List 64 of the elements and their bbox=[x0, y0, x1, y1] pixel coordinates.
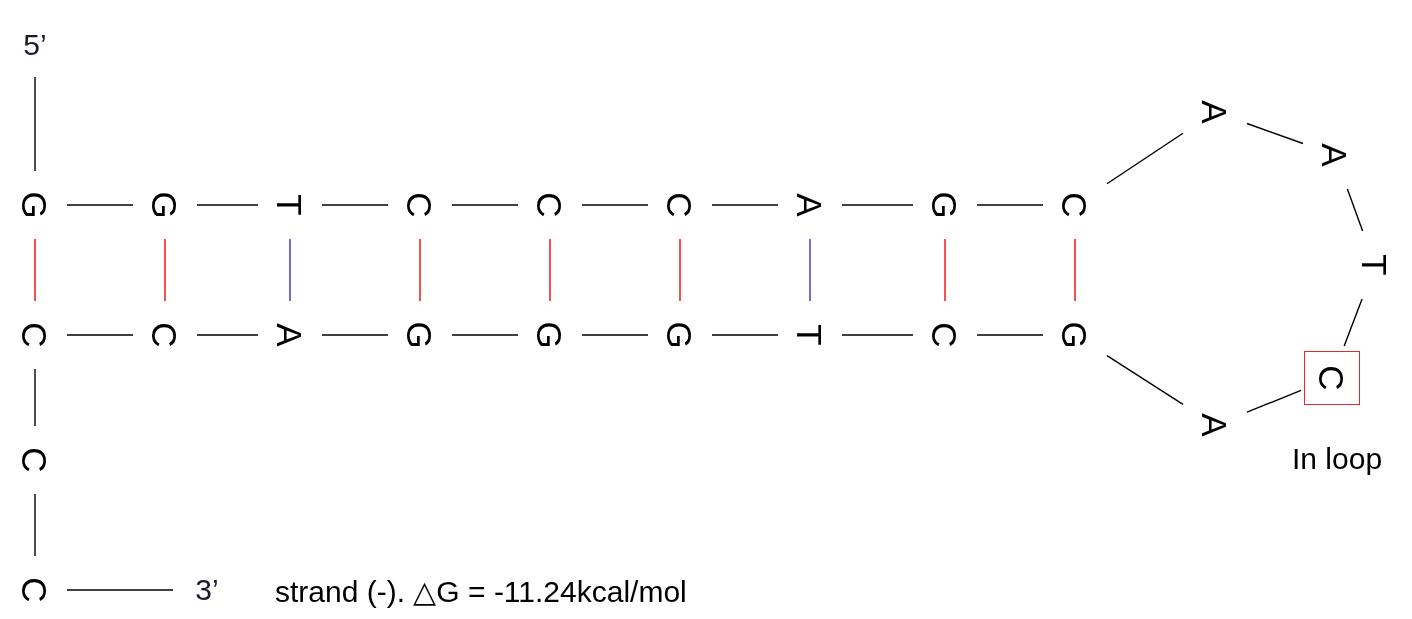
base-pair-line bbox=[289, 238, 291, 302]
highlighted-base: C bbox=[1304, 351, 1360, 405]
backbone-line bbox=[581, 334, 649, 336]
base-letter: G bbox=[147, 189, 183, 221]
base-letter: G bbox=[1057, 319, 1093, 351]
backbone-line bbox=[1246, 389, 1302, 413]
base-letter: G bbox=[402, 319, 438, 351]
base-letter: C bbox=[147, 319, 183, 351]
backbone-line bbox=[1106, 132, 1184, 185]
base-letter: A bbox=[1197, 409, 1233, 441]
base-letter: C bbox=[402, 189, 438, 221]
backbone-line bbox=[34, 493, 36, 557]
base-pair-line bbox=[419, 238, 421, 302]
base-letter: C bbox=[1057, 189, 1093, 221]
backbone-line bbox=[976, 204, 1044, 206]
backbone-line bbox=[451, 204, 519, 206]
base-letter: A bbox=[1197, 96, 1233, 128]
backbone-line bbox=[1246, 122, 1304, 145]
base-letter: C bbox=[532, 189, 568, 221]
base-letter: G bbox=[17, 189, 53, 221]
backbone-line bbox=[321, 204, 389, 206]
base-pair-line bbox=[679, 238, 681, 302]
base-letter: T bbox=[1357, 249, 1393, 281]
backbone-line bbox=[196, 334, 259, 336]
backbone-line bbox=[1343, 298, 1363, 347]
base-letter: C bbox=[17, 574, 53, 606]
backbone-line bbox=[66, 589, 174, 591]
backbone-line bbox=[711, 334, 779, 336]
base-pair-line bbox=[164, 238, 166, 302]
backbone-line bbox=[976, 334, 1044, 336]
base-letter: A bbox=[792, 189, 828, 221]
backbone-line bbox=[711, 204, 779, 206]
base-letter: T bbox=[272, 189, 308, 221]
base-letter: C bbox=[662, 189, 698, 221]
backbone-line bbox=[66, 334, 134, 336]
backbone-line bbox=[841, 334, 914, 336]
base-pair-line bbox=[809, 238, 811, 302]
backbone-line bbox=[321, 334, 389, 336]
backbone-line bbox=[451, 334, 519, 336]
backbone-line bbox=[581, 204, 649, 206]
base-pair-line bbox=[944, 238, 946, 302]
base-letter: C bbox=[17, 319, 53, 351]
backbone-line bbox=[66, 204, 134, 206]
backbone-line bbox=[34, 368, 36, 427]
base-pair-line bbox=[34, 238, 36, 302]
base-letter: G bbox=[927, 189, 963, 221]
base-letter: G bbox=[662, 319, 698, 351]
base-letter: A bbox=[272, 319, 308, 351]
base-letter: T bbox=[792, 319, 828, 351]
energy-note: strand (-). △G = -11.24kcal/mol bbox=[275, 574, 687, 609]
backbone-line bbox=[196, 204, 259, 206]
base-pair-line bbox=[1074, 238, 1076, 302]
backbone-line bbox=[841, 204, 914, 206]
backbone-line bbox=[1346, 188, 1364, 232]
base-letter: G bbox=[532, 319, 568, 351]
strand-end-label: 5’ bbox=[13, 25, 57, 65]
strand-end-label: 3’ bbox=[185, 572, 229, 608]
note-label: In loop bbox=[1292, 442, 1383, 476]
base-letter: C bbox=[927, 319, 963, 351]
backbone-line bbox=[1106, 354, 1184, 406]
base-letter: C bbox=[17, 444, 53, 476]
backbone-line bbox=[34, 76, 36, 172]
base-letter: A bbox=[1317, 139, 1353, 171]
base-pair-line bbox=[549, 238, 551, 302]
